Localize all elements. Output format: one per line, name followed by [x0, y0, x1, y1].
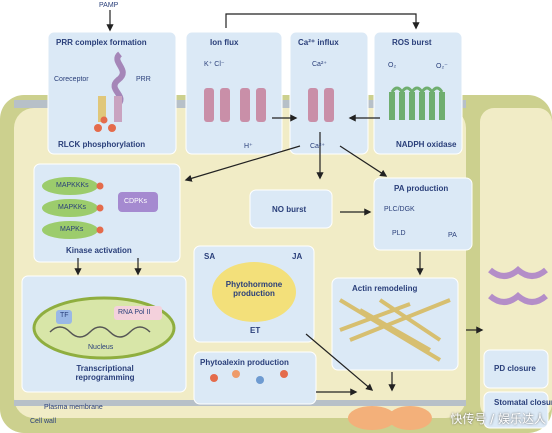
ion-flux-title: Ion flux [210, 38, 239, 47]
phytoalexin-title: Phytoalexin production [200, 358, 289, 367]
phospho-dot [100, 116, 108, 124]
ion-channel [220, 88, 230, 122]
o2-minus-label: O₂⁻ [436, 63, 448, 70]
ca-bottom-label: Ca²⁺ [310, 143, 325, 150]
ros-burst-title: ROS burst [392, 38, 432, 47]
plc-dgk-label: PLC/DGK [384, 206, 415, 213]
pd-closure-title: PD closure [494, 364, 536, 373]
prr-panel [47, 31, 177, 155]
ion-flux-panel [185, 31, 283, 155]
feedback-arrow [225, 13, 420, 30]
mapks-oval [42, 221, 98, 239]
no-burst-title: NO burst [272, 205, 307, 214]
cell-wall-label: Cell wall [30, 418, 57, 425]
cdpks-box [118, 192, 158, 212]
mapkkks-oval [42, 177, 98, 195]
ca-kinase-arrow [184, 145, 301, 182]
prr-stem [114, 96, 122, 122]
prr-complex-title: PRR complex formation [56, 38, 147, 47]
phytohormone-title: Phytohormone production [225, 280, 283, 298]
pamp-label: PAMP [99, 2, 119, 9]
ion-channel [256, 88, 266, 122]
pd-structure [488, 266, 548, 305]
phospho-dot [108, 124, 116, 132]
mapkkks-label: MAPKKKs [56, 182, 89, 189]
pld-label: PLD [392, 230, 406, 237]
h-plus-label: H⁺ [244, 143, 253, 150]
ion-channel [204, 88, 214, 122]
nadph-oxidase [389, 92, 445, 120]
kinase-activation-title: Kinase activation [66, 246, 132, 255]
ca-pa-arrow [339, 145, 388, 177]
watermark: 快传号 / 娱乐达人 [450, 412, 546, 426]
arrows [74, 10, 484, 396]
et-label: ET [250, 326, 261, 335]
tf-box [56, 310, 72, 324]
phospho-dot [96, 226, 104, 234]
ca-top-label: Ca²⁺ [312, 61, 327, 68]
hormone-stomata-arrow [305, 333, 374, 391]
phytoalexin-dot [256, 376, 264, 384]
phospho-dot [94, 124, 102, 132]
hormone-circle [212, 262, 296, 322]
k-cl-label: K⁺ Cl⁻ [204, 61, 225, 68]
no-burst-panel [249, 189, 333, 229]
prr-label: PRR [136, 76, 151, 83]
actin-title: Actin remodeling [352, 284, 418, 293]
stomatal-panel [483, 391, 549, 429]
neighbor-cell [480, 108, 552, 418]
guard-cell [388, 406, 432, 430]
guard-cell [348, 406, 396, 430]
dna-strand [49, 326, 151, 338]
mapkks-label: MAPKKs [58, 204, 87, 211]
coreceptor-label: Coreceptor [54, 76, 89, 83]
pa-production-title: PA production [394, 184, 449, 193]
rna-pol-box [114, 306, 162, 320]
ca-channel [308, 88, 318, 122]
transcriptional-title: Transcriptional reprogramming [75, 364, 135, 382]
o2-label: O₂ [388, 62, 397, 69]
ion-channel [240, 88, 250, 122]
cdpks-label: CDPKs [124, 198, 147, 205]
rna-pol-label: RNA Pol II [118, 309, 151, 316]
pd-panel [483, 349, 549, 389]
tf-label: TF [60, 312, 69, 319]
phytoalexin-dot [232, 370, 240, 378]
pa-panel [373, 177, 473, 251]
actin-filaments [338, 298, 451, 362]
nadph-title: NADPH oxidase [396, 140, 457, 149]
plasma-membrane-label: Plasma membrane [44, 404, 103, 411]
sa-label: SA [204, 252, 216, 261]
phytoalexin-panel [193, 351, 317, 405]
ca-channel [324, 88, 334, 122]
nadph-loop [390, 86, 444, 95]
phytoalexin-dot [280, 370, 288, 378]
mapkks-oval [42, 199, 98, 217]
rlck-title: RLCK phosphorylation [58, 140, 146, 149]
phytoalexin-dot [210, 374, 218, 382]
nucleus-label: Nucleus [88, 344, 114, 351]
mapks-label: MAPKs [60, 226, 84, 233]
ja-label: JA [292, 252, 303, 261]
phospho-dot [96, 204, 104, 212]
ca-influx-title: Ca²⁺ influx [298, 38, 339, 47]
ros-panel [373, 31, 463, 155]
phospho-dot [96, 182, 104, 190]
coreceptor [98, 96, 106, 122]
stomatal-title: Stomatal closure [494, 398, 552, 407]
pa-label: PA [448, 232, 457, 239]
